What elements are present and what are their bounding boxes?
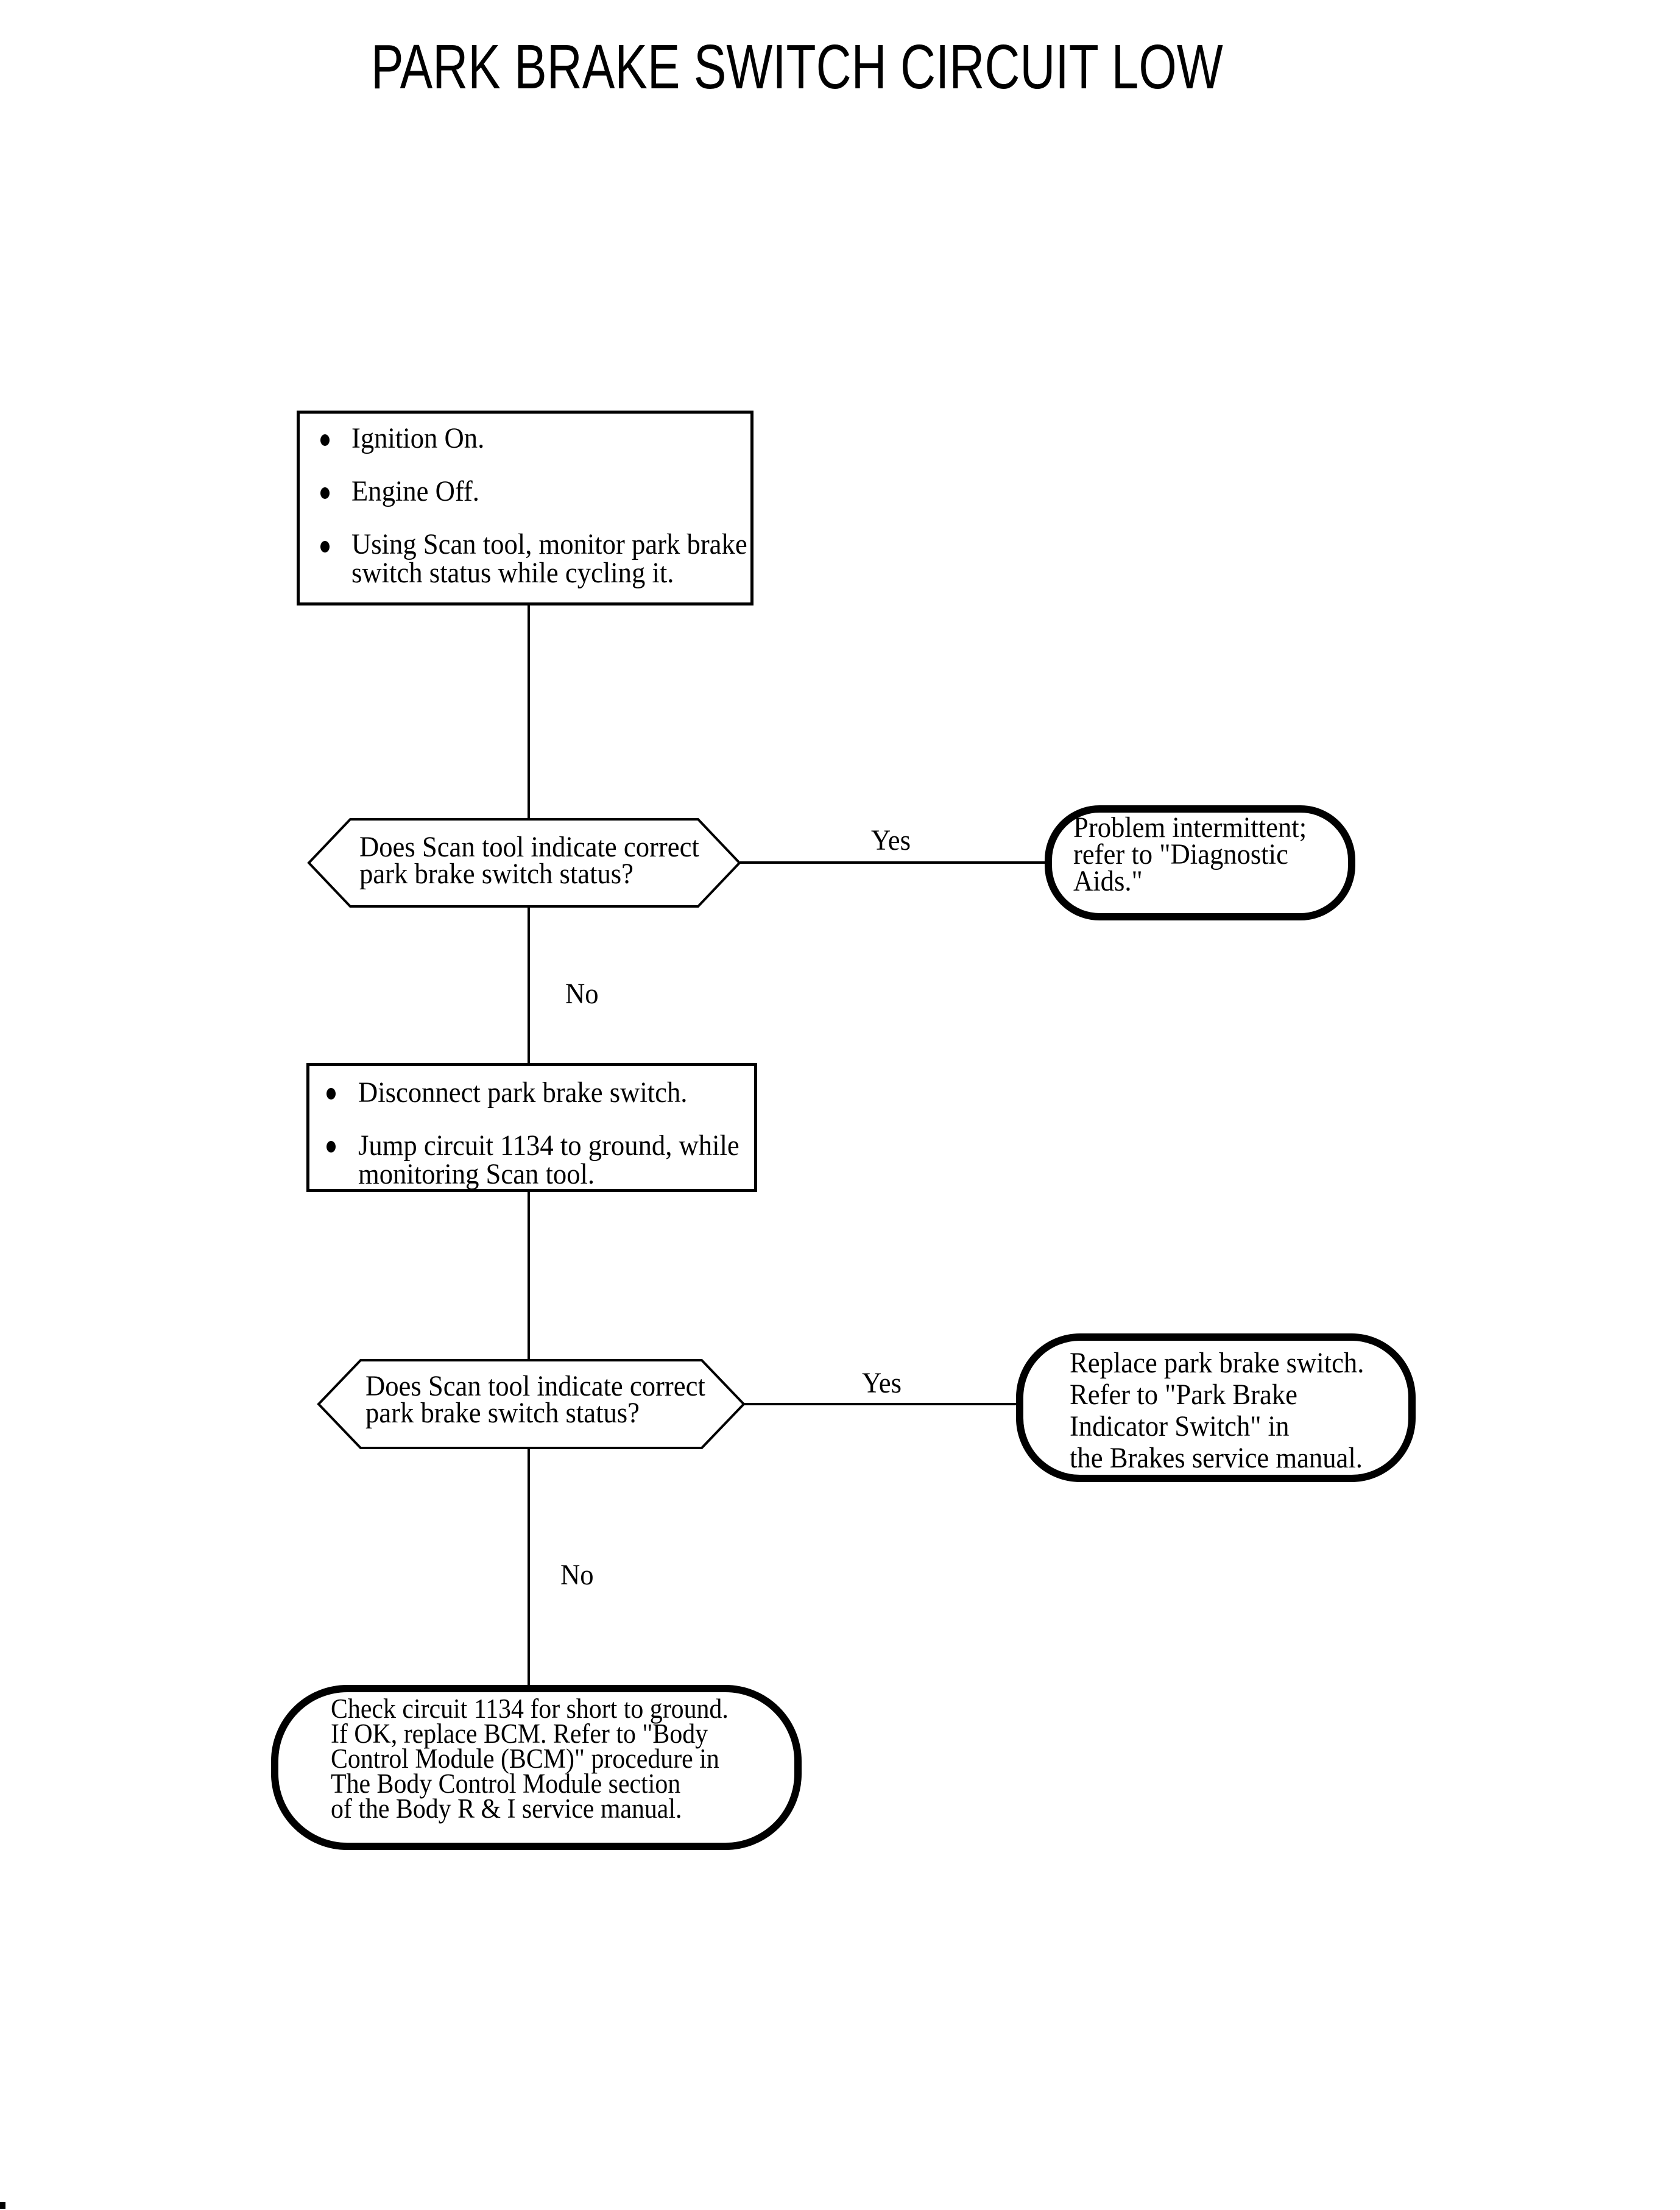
action-box-text: Disconnect park brake switch. Jump circu…: [358, 1076, 739, 1190]
connector-action-to-decision2: [528, 1191, 530, 1360]
decision1-no-label: No: [565, 978, 599, 1010]
start-box: [297, 411, 754, 605]
decision1-line: Does Scan tool indicate correct: [359, 831, 699, 863]
connector-decision2-no: [528, 1448, 530, 1687]
decision2-line: park brake switch status?: [365, 1397, 640, 1429]
result1-line: refer to "Diagnostic: [1073, 838, 1288, 870]
page-title: PARK BRAKE SWITCH CIRCUIT LOW: [371, 32, 1223, 102]
action-box: [306, 1063, 757, 1192]
result3-line: The Body Control Module section: [331, 1768, 681, 1799]
bullet-icon: [320, 487, 330, 499]
start-box-text: Ignition On. Engine Off. Using Scan tool…: [351, 422, 747, 589]
bullet-icon: [326, 1141, 336, 1153]
decision1-yes-label: Yes: [871, 824, 911, 856]
decision2-no-label: No: [560, 1559, 594, 1591]
result3-line: Control Module (BCM)" procedure in: [331, 1743, 719, 1774]
connector-decision1-yes: [740, 861, 1046, 864]
decision2-text: Does Scan tool indicate correct park bra…: [365, 1370, 705, 1429]
bullet-icon: [320, 541, 330, 552]
decision2-hexagon: [317, 1359, 746, 1449]
decision1-hexagon: [307, 818, 741, 908]
result1-line: Aids.": [1073, 865, 1143, 897]
decision2-line: Does Scan tool indicate correct: [365, 1370, 705, 1402]
connector-start-to-decision1: [528, 604, 530, 819]
result3-text: Check circuit 1134 for short to ground. …: [331, 1693, 729, 1824]
result2-line: the Brakes service manual.: [1070, 1442, 1363, 1474]
start-box-line: Using Scan tool, monitor park brake: [351, 528, 747, 560]
scan-artifact-mark: [0, 2202, 5, 2209]
decision2-yes-label: Yes: [862, 1367, 902, 1399]
decision1-line: park brake switch status?: [359, 858, 634, 890]
action-box-line: Disconnect park brake switch.: [358, 1076, 688, 1109]
result1-text: Problem intermittent; refer to "Diagnost…: [1073, 811, 1307, 897]
result3-line: If OK, replace BCM. Refer to "Body: [331, 1718, 708, 1749]
result1-line: Problem intermittent;: [1073, 811, 1307, 844]
result2-line: Replace park brake switch.: [1070, 1347, 1364, 1379]
action-box-line: monitoring Scan tool.: [358, 1158, 595, 1190]
action-box-line: Jump circuit 1134 to ground, while: [358, 1129, 739, 1162]
result3-line: Check circuit 1134 for short to ground.: [331, 1693, 729, 1724]
decision1-text: Does Scan tool indicate correct park bra…: [359, 831, 699, 890]
result2-terminator: [1016, 1333, 1416, 1482]
result2-line: Refer to "Park Brake: [1070, 1379, 1297, 1411]
connector-decision1-no: [528, 906, 530, 1065]
result2-line: Indicator Switch" in: [1070, 1410, 1290, 1442]
start-box-line: switch status while cycling it.: [351, 557, 674, 589]
bullet-icon: [326, 1088, 336, 1100]
start-box-line: Engine Off.: [351, 475, 479, 507]
start-box-line: Ignition On.: [351, 422, 485, 454]
bullet-icon: [320, 434, 330, 446]
connector-decision2-yes: [744, 1403, 1017, 1405]
result3-line: of the Body R & I service manual.: [331, 1793, 682, 1824]
result2-text: Replace park brake switch. Refer to "Par…: [1070, 1347, 1364, 1474]
